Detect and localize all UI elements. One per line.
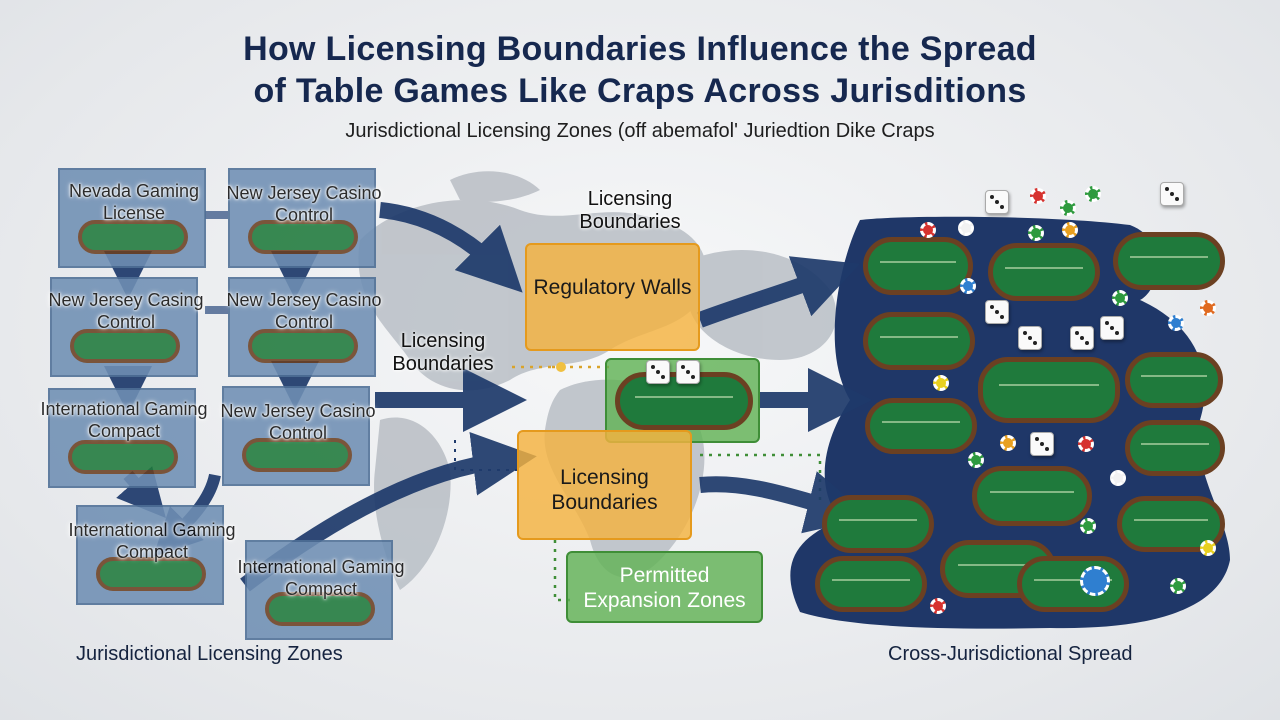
chip-icon (1000, 435, 1016, 451)
dice-icon (646, 360, 670, 384)
page-subtitle: Jurisdictional Licensing Zones (off abem… (345, 120, 935, 142)
zone-nevada: Nevada Gaming License (58, 168, 206, 268)
zone-international-1: International Gaming Compact (40, 388, 208, 488)
permitted-expansion-label: Permitted Expansion Zones (583, 564, 746, 612)
craps-table-icon (972, 466, 1092, 526)
chip-icon (1200, 540, 1216, 556)
craps-table-icon (1125, 420, 1225, 476)
chip-icon (1200, 300, 1216, 316)
zone-label: New Jersey Casino Control (226, 290, 382, 332)
craps-table-icon (1017, 556, 1129, 612)
zone-label: New Jersey Casino Control (220, 401, 376, 443)
chip-icon (1078, 436, 1094, 452)
chip-icon (933, 375, 949, 391)
page-title-line1: How Licensing Boundaries Influence the S… (243, 30, 1037, 68)
zone-new-jersey-4: New Jersey Casino Control (220, 386, 376, 486)
zone-international-3: International Gaming Compact (237, 540, 405, 640)
craps-table-icon (863, 237, 973, 295)
zone-label: International Gaming Compact (68, 520, 236, 562)
craps-table-icon (70, 329, 180, 363)
footer-left-label: Jurisdictional Licensing Zones (76, 643, 343, 665)
zone-new-jersey-2: New Jersey Casing Control (48, 277, 204, 377)
licensing-boundaries-top-label: Licensing Boundaries (579, 188, 681, 233)
chip-icon (1112, 290, 1128, 306)
chip-icon (1030, 188, 1046, 204)
dice-icon (1160, 182, 1184, 206)
craps-table-icon (978, 357, 1120, 423)
dice-icon (1070, 326, 1094, 350)
dice-icon (985, 300, 1009, 324)
craps-table-icon (1113, 232, 1225, 290)
chip-icon (930, 598, 946, 614)
craps-table-icon (822, 495, 934, 553)
dice-icon (1018, 326, 1042, 350)
chip-icon (958, 220, 974, 236)
zone-label: New Jersey Casing Control (48, 290, 204, 332)
regulatory-walls-label: Regulatory Walls (533, 276, 692, 299)
chip-icon (1110, 470, 1126, 486)
licensing-boundaries-left-label: Licensing Boundaries (392, 330, 494, 375)
chip-icon (1062, 222, 1078, 238)
craps-table-icon (865, 398, 977, 454)
dice-icon (1100, 316, 1124, 340)
zone-label: Nevada Gaming License (68, 181, 200, 223)
licensing-boundaries-box-label: Licensing Boundaries (551, 466, 658, 514)
zone-label: International Gaming Compact (40, 399, 208, 441)
chip-icon (1168, 315, 1184, 331)
craps-table-icon (863, 312, 975, 370)
zone-new-jersey-1: New Jersey Casino Control (226, 168, 382, 268)
licensing-boundaries-box: Licensing Boundaries (517, 430, 692, 540)
dice-icon (676, 360, 700, 384)
chip-icon (1028, 225, 1044, 241)
craps-table-icon (265, 592, 375, 626)
page-title-line2: of Table Games Like Craps Across Jurisdi… (253, 72, 1027, 110)
chip-icon (556, 362, 566, 372)
dice-icon (985, 190, 1009, 214)
chip-icon (960, 278, 976, 294)
craps-table-icon (68, 440, 178, 474)
chip-icon (1080, 518, 1096, 534)
flow-arrows (240, 202, 872, 592)
zone-new-jersey-3: New Jersey Casino Control (226, 277, 382, 377)
zone-label: New Jersey Casino Control (226, 183, 382, 225)
regulatory-walls-box: Regulatory Walls (525, 243, 700, 351)
permitted-expansion-box: Permitted Expansion Zones (566, 551, 763, 623)
chip-icon (1085, 186, 1101, 202)
chip-icon (968, 452, 984, 468)
chip-icon (1080, 566, 1110, 596)
craps-table-icon (96, 557, 206, 591)
chip-icon (1170, 578, 1186, 594)
chip-icon (1060, 200, 1076, 216)
craps-table-icon (1125, 352, 1223, 408)
craps-table-icon (78, 220, 188, 254)
chip-icon (920, 222, 936, 238)
craps-table-icon (248, 329, 358, 363)
craps-table-icon (815, 556, 927, 612)
craps-table-icon (248, 220, 358, 254)
craps-table-icon (242, 438, 352, 472)
zone-label: International Gaming Compact (237, 557, 405, 599)
dice-icon (1030, 432, 1054, 456)
craps-table-icon (988, 243, 1100, 301)
footer-right-label: Cross-Jurisdictional Spread (888, 643, 1133, 665)
zone-international-2: International Gaming Compact (68, 505, 236, 605)
